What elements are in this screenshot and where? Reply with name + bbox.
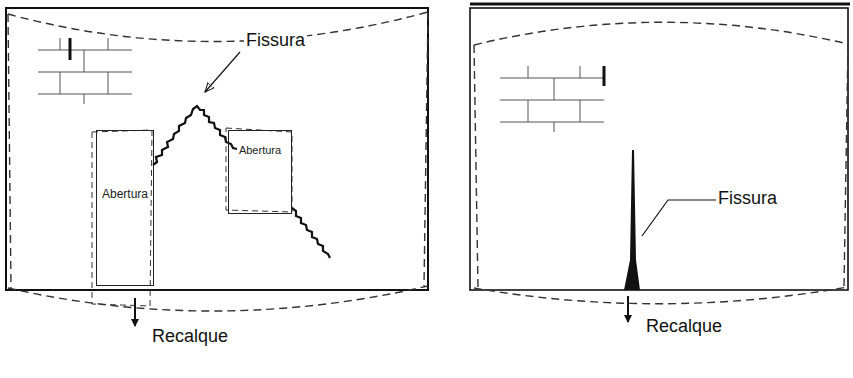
leader-line (205, 52, 240, 92)
brick-icon (38, 38, 132, 104)
stair-crack (153, 106, 330, 258)
settlement-label: Recalque (150, 326, 230, 347)
vertical-crack (624, 150, 640, 290)
wall-panel-right (470, 4, 850, 304)
wall-opening: Abertura (228, 130, 292, 214)
settlement-arrow (627, 296, 629, 322)
settlement-arrow (134, 298, 136, 326)
leader-line (642, 200, 722, 236)
crack-label: Fissura (244, 30, 307, 51)
brick-icon (500, 66, 604, 132)
wall-opening: Abertura (96, 130, 154, 286)
settlement-label: Recalque (644, 316, 724, 337)
wall-panel-left (6, 8, 428, 311)
opening-label: Abertura (239, 144, 281, 156)
opening-label: Abertura (102, 187, 148, 201)
crack-label: Fissura (716, 188, 779, 209)
